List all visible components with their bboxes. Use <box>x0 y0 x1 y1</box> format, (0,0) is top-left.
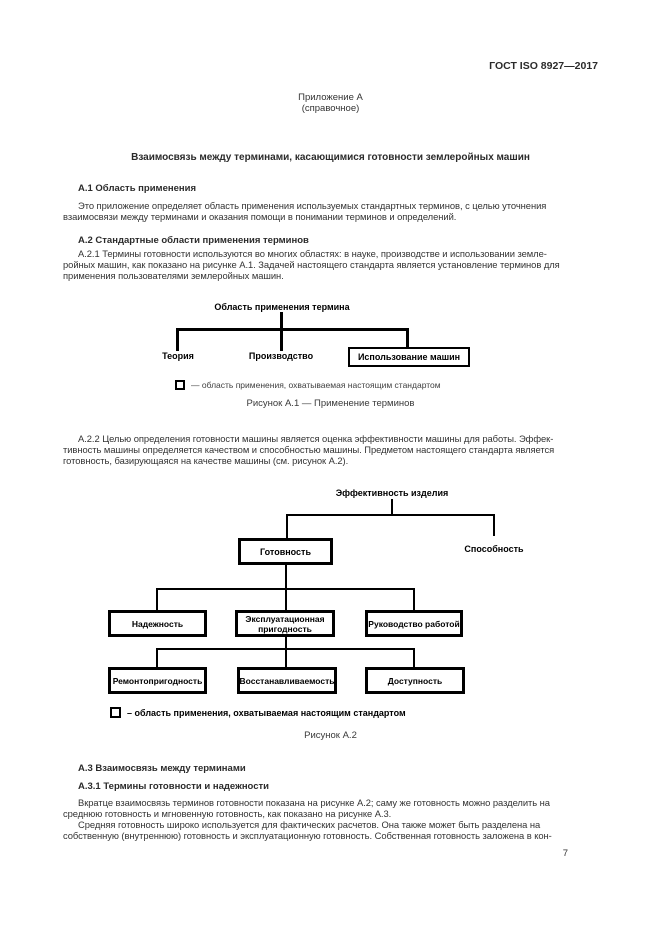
tree-node-box: Использование машин <box>348 347 470 367</box>
connector-line <box>285 565 287 588</box>
annex-label: Приложение А <box>298 92 363 103</box>
tree-node-box: Ремонтопригодность <box>108 667 207 694</box>
paragraph-line: Вкратце взаимосвязь терминов готовности … <box>78 797 550 808</box>
paragraph-line: готовность, базирующаяся на качестве маш… <box>63 455 349 466</box>
connector-line <box>413 588 415 610</box>
paragraph-a31-1: Вкратце взаимосвязь терминов готовности … <box>63 797 598 819</box>
connector-line <box>156 648 158 667</box>
connector-line <box>280 312 283 328</box>
legend-text: — область применения, охватываемая насто… <box>191 380 441 390</box>
figure-caption: Рисунок А.2 <box>304 730 357 741</box>
paragraph-a31-2: Средняя готовность широко используется д… <box>63 819 598 841</box>
paragraph-line: Средняя готовность широко используется д… <box>78 819 541 830</box>
heading-a31: А.3.1 Термины готовности и надежности <box>78 781 270 792</box>
paragraph-line: ройных машин, как показано на рисунке А.… <box>63 259 560 270</box>
connector-line <box>406 328 409 347</box>
tree-node-box: Доступность <box>365 667 465 694</box>
paragraph-line: взаимосвязи между терминами и оказания п… <box>63 211 457 222</box>
connector-line <box>285 648 287 667</box>
annex-note: (справочное) <box>301 102 360 114</box>
tree-root-label: Область применения термина <box>214 302 350 312</box>
connector-line <box>176 328 179 351</box>
connector-line <box>286 514 495 516</box>
legend-text: – область применения, охватываемая насто… <box>127 707 406 718</box>
paragraph-a21: А.2.1 Термины готовности используются во… <box>63 248 598 281</box>
figure-legend: — область применения, охватываемая насто… <box>175 380 441 390</box>
tree-node-box: Эксплуатационная пригодность <box>235 610 335 637</box>
connector-line <box>286 514 288 538</box>
paragraph-line: А.2.1 Термины готовности используются во… <box>78 248 547 259</box>
heading-a1: А.1 Область применения <box>78 183 197 194</box>
paragraph-line: А.2.2 Целью определения готовности машин… <box>78 433 554 444</box>
figure-a2: Эффективность изделия Готовность Способн… <box>63 466 598 744</box>
tree-node-box: Готовность <box>238 538 333 565</box>
connector-line <box>493 514 495 536</box>
figure-a1: Область применения термина Теория Произв… <box>63 281 598 433</box>
paragraph-a1: Это приложение определяет область примен… <box>63 200 598 222</box>
tree-node-label: Производство <box>248 351 314 361</box>
connector-line <box>280 328 283 351</box>
connector-line <box>391 499 393 514</box>
doc-code: ГОСТ ISO 8927—2017 <box>489 60 598 72</box>
heading-a3: А.3 Взаимосвязь между терминами <box>78 763 246 774</box>
paragraph-line: применения пользователями землеройных ма… <box>63 270 284 281</box>
tree-node-box: Надежность <box>108 610 207 637</box>
connector-line <box>285 588 287 610</box>
tree-root-label: Эффективность изделия <box>335 488 449 498</box>
paragraph-a22: А.2.2 Целью определения готовности машин… <box>63 433 598 466</box>
tree-node-label: Способность <box>464 544 524 554</box>
tree-node-label: Теория <box>162 351 194 361</box>
tree-node-box: Восстанавливаемость <box>237 667 337 694</box>
connector-line <box>176 328 409 331</box>
heading-a2: А.2 Стандартные области применения терми… <box>78 235 309 246</box>
paragraph-line: собственную (внутреннюю) готовность и эк… <box>63 830 552 841</box>
paragraph-line: тивность машины определяется качеством и… <box>63 444 555 455</box>
connector-line <box>156 588 158 610</box>
connector-line <box>413 648 415 667</box>
page-title: Взаимосвязь между терминами, касающимися… <box>131 152 530 163</box>
tree-node-box: Руководство работой <box>365 610 463 637</box>
connector-line <box>285 637 287 648</box>
figure-legend: – область применения, охватываемая насто… <box>110 707 406 718</box>
page-number: 7 <box>562 848 568 859</box>
figure-caption: Рисунок А.1 — Применение терминов <box>246 398 415 409</box>
paragraph-line: Это приложение определяет область примен… <box>78 200 547 211</box>
legend-box-icon <box>110 707 121 718</box>
legend-box-icon <box>175 380 185 390</box>
paragraph-line: среднюю готовность и мгновенную готовнос… <box>63 808 392 819</box>
